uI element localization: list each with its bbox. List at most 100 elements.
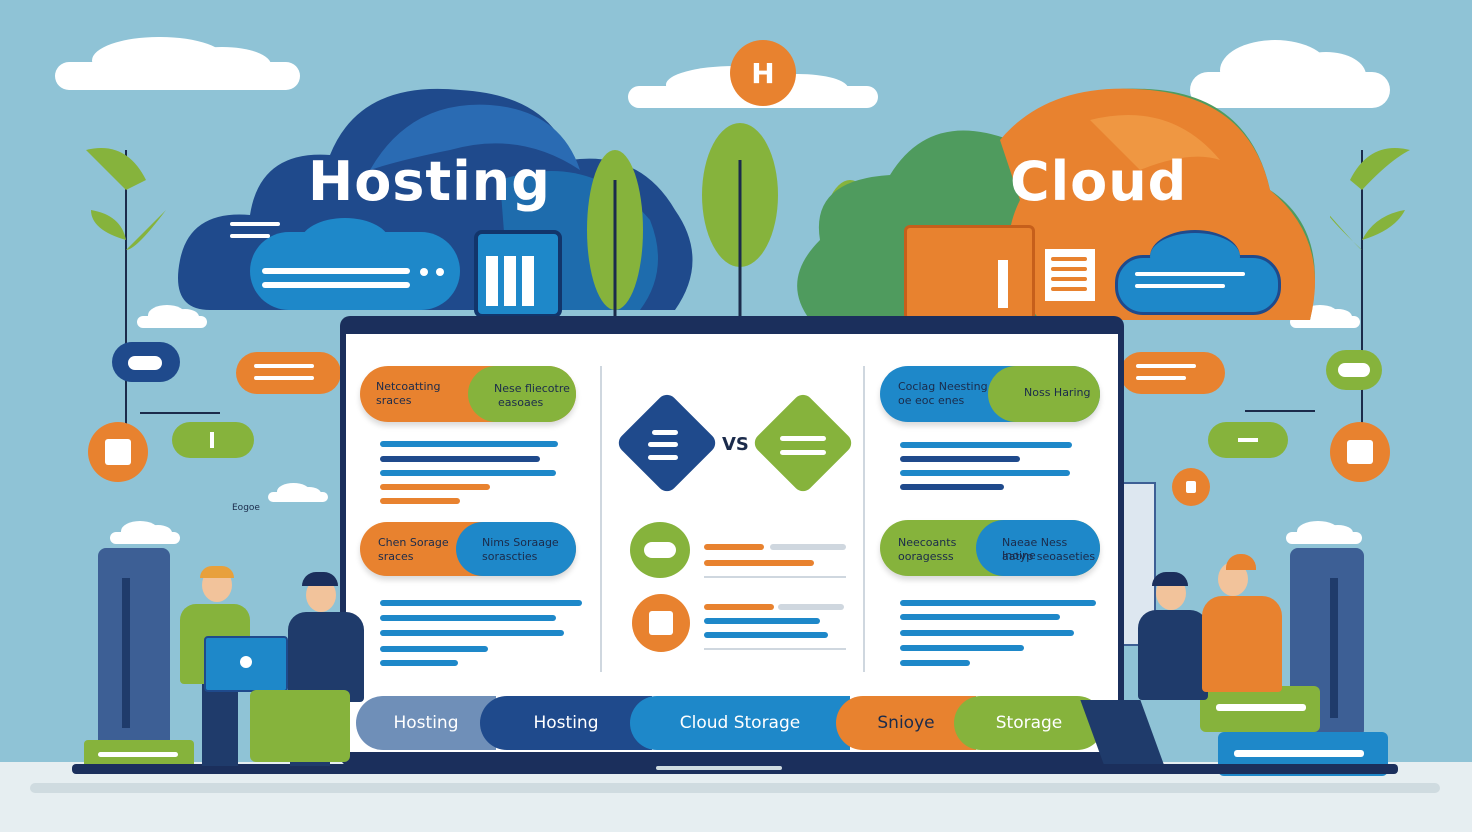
hosting-line: [230, 222, 280, 226]
card-left-line1: Neecoants: [898, 536, 957, 549]
list-line: [900, 630, 1074, 636]
list-line: [900, 614, 1060, 620]
list-line: [380, 470, 556, 476]
h-badge: H: [730, 40, 796, 106]
person-body: [288, 612, 364, 702]
person-body: [1202, 596, 1282, 692]
document-icon: [1042, 246, 1098, 304]
box-icon: [1330, 422, 1390, 482]
laptop-icon: [204, 636, 288, 692]
person-hair: [200, 566, 234, 578]
sky-cloud: [1190, 39, 1390, 108]
list-line: [900, 470, 1070, 476]
tab-storage[interactable]: Storage: [954, 696, 1104, 750]
divider: [863, 366, 865, 672]
cloud-icon: [630, 522, 690, 578]
storage-feature-card[interactable]: Chen Sorage sraces Nims Soraage sorascti…: [360, 522, 576, 576]
card-left-line2: ooragesss: [898, 550, 954, 563]
person-hair: [1226, 554, 1256, 570]
connector-line: [140, 412, 220, 414]
diamond-line: [652, 430, 678, 435]
list-line: [900, 442, 1072, 448]
person-body: [1138, 610, 1208, 700]
plant-icon: [1330, 148, 1410, 430]
person-legs: [202, 684, 238, 766]
divider: [600, 366, 602, 672]
person-hair: [302, 572, 338, 586]
connector-line: [1245, 410, 1315, 412]
tab-hosting-2[interactable]: Hosting: [480, 696, 652, 750]
cloud-icon: [112, 342, 180, 382]
compare-line: [704, 544, 764, 550]
card-left-line1: Netcoatting: [376, 380, 441, 393]
sky-cloud: [268, 483, 328, 502]
seat-block: [250, 690, 350, 762]
card-left-line1: Coclag Neesting: [898, 380, 988, 393]
plant-icon: [86, 148, 166, 430]
card-right-line2: aatyp seoaseties: [1002, 550, 1096, 563]
box-strip: [998, 260, 1008, 308]
person-hair: [1152, 572, 1188, 586]
hosting-line: [262, 268, 410, 274]
hosting-title: Hosting: [308, 150, 551, 213]
hosting-line: [230, 234, 270, 238]
list-line: [900, 600, 1096, 606]
hosting-line: [262, 282, 410, 288]
list-line: [380, 615, 556, 621]
dot: [420, 268, 428, 276]
plant-pill-icon: [1208, 422, 1288, 458]
compare-line: [704, 618, 820, 624]
card-left-line2: sraces: [376, 394, 412, 407]
sky-cloud: [1290, 305, 1360, 328]
compare-line: [704, 604, 774, 610]
sky-cloud: [1286, 521, 1362, 544]
list-line: [380, 646, 488, 652]
list-line: [380, 630, 564, 636]
small-caption: Eogoe: [232, 503, 260, 513]
box-icon: [904, 225, 1035, 321]
book-stack-icon: [1200, 686, 1320, 732]
tab-snioye[interactable]: Snioye: [836, 696, 976, 750]
cloud-line: [1135, 284, 1225, 288]
storage-feature-card[interactable]: Neecoants ooragesss Naeae Ness Inoine aa…: [880, 520, 1100, 576]
hosting-feature-card[interactable]: Netcoatting sraces Nese fliecotre easoae…: [360, 366, 576, 422]
compare-line: [778, 604, 844, 610]
list-line: [900, 484, 1004, 490]
list-line: [380, 660, 458, 666]
compare-line: [770, 544, 846, 550]
cloud-feature-card[interactable]: Coclag Neesting oe eoc enes Noss Haring: [880, 366, 1100, 422]
card-right-line1: Nims Soraage: [482, 536, 559, 549]
list-line: [900, 456, 1020, 462]
card-right-line1: Naeae Ness Inoine: [1002, 536, 1068, 562]
laptop-notch: [656, 766, 782, 770]
cloud-title: Cloud: [1010, 150, 1188, 213]
diamond-line: [648, 442, 678, 447]
list-line: [380, 456, 540, 462]
menu-pill-icon: [1120, 352, 1225, 394]
sky-cloud: [55, 36, 300, 90]
tab-hosting[interactable]: Hosting: [356, 696, 496, 750]
diamond-line: [780, 436, 826, 441]
card-right-line1: Nese fliecotre: [494, 382, 570, 395]
sky-cloud: [110, 521, 180, 544]
list-line: [380, 600, 582, 606]
diamond-line: [648, 455, 678, 460]
list-line: [380, 441, 558, 447]
sky-cloud: [137, 305, 207, 328]
card-right-line2: sorascties: [482, 550, 538, 563]
cloud-line: [1135, 272, 1245, 276]
diamond-line: [780, 450, 826, 455]
list-line: [900, 660, 970, 666]
cloud-icon: [1326, 350, 1382, 390]
server-icon: [88, 422, 148, 482]
compare-line: [704, 648, 846, 650]
list-line: [380, 484, 490, 490]
lock-icon: [1172, 468, 1210, 506]
tab-cloud-storage[interactable]: Cloud Storage: [630, 696, 850, 750]
server-icon: [474, 230, 562, 318]
server-tower-icon: [98, 548, 170, 748]
compare-line: [704, 560, 814, 566]
card-left-line2: sraces: [378, 550, 414, 563]
hosting-inner-cloud-top: [300, 218, 390, 268]
compare-line: [704, 632, 828, 638]
